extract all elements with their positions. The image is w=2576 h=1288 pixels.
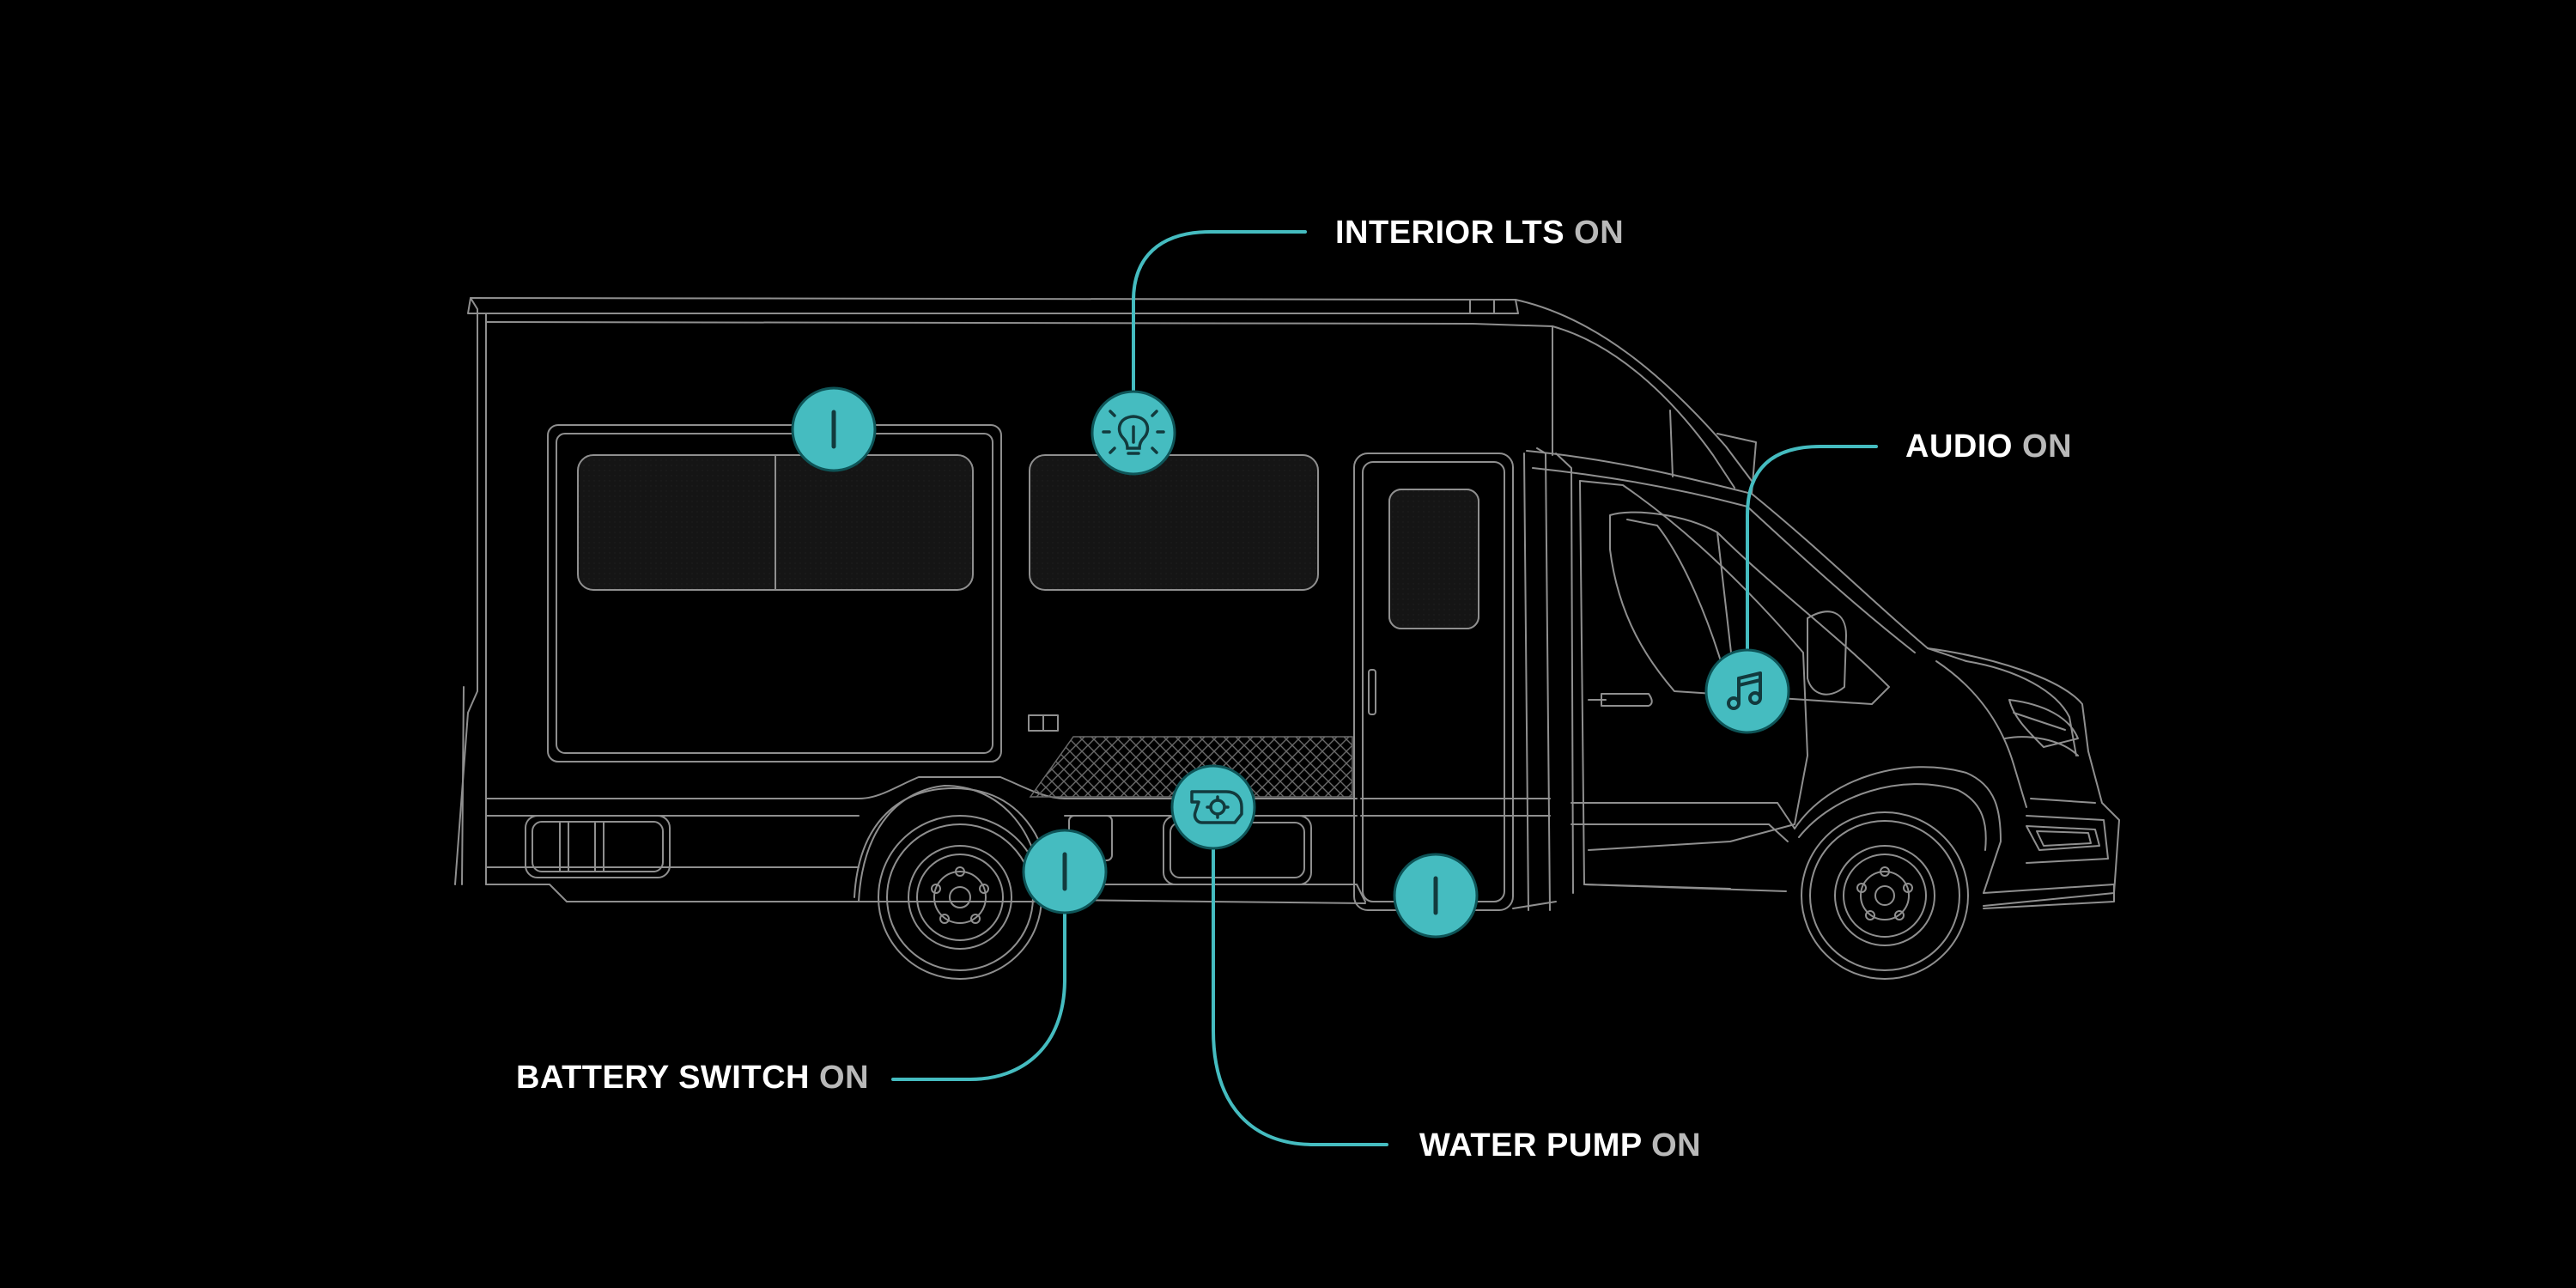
audio-label[interactable]: AUDIO ON (1905, 430, 2072, 463)
pump-icon (1190, 790, 1243, 824)
audio-leader (1746, 445, 1878, 654)
audio-state: ON (2022, 428, 2073, 465)
water-pump-label[interactable]: WATER PUMP ON (1419, 1129, 1701, 1162)
van-body (454, 297, 2120, 911)
battery-switch-leader (891, 908, 1066, 1081)
battery-switch-button[interactable] (1022, 829, 1108, 914)
battery-switch-state: ON (819, 1060, 870, 1096)
interior-lights-name: INTERIOR LTS (1335, 215, 1565, 251)
interior-lights-button[interactable] (1091, 390, 1176, 476)
music-note-icon (1727, 671, 1762, 710)
toggle-door-button[interactable] (1393, 853, 1479, 939)
interior-lights-label[interactable]: INTERIOR LTS ON (1335, 216, 1624, 249)
water-pump-state: ON (1651, 1127, 1702, 1163)
front-wheel (1801, 811, 1969, 980)
water-pump-name: WATER PUMP (1419, 1127, 1643, 1163)
callout-lines (891, 230, 1878, 1146)
water-pump-button[interactable] (1170, 764, 1256, 850)
audio-name: AUDIO (1905, 428, 2013, 465)
audio-button[interactable] (1704, 648, 1790, 734)
battery-switch-name: BATTERY SWITCH (516, 1060, 810, 1096)
water-pump-leader (1212, 844, 1388, 1146)
van-windows (577, 454, 1479, 629)
lightbulb-icon (1102, 410, 1165, 455)
rear-wheel (878, 815, 1042, 980)
toggle-upper-window-button[interactable] (791, 386, 877, 472)
interior-lights-leader (1132, 230, 1307, 392)
interior-lights-state: ON (1574, 215, 1625, 251)
battery-switch-label[interactable]: BATTERY SWITCH ON (516, 1061, 869, 1094)
